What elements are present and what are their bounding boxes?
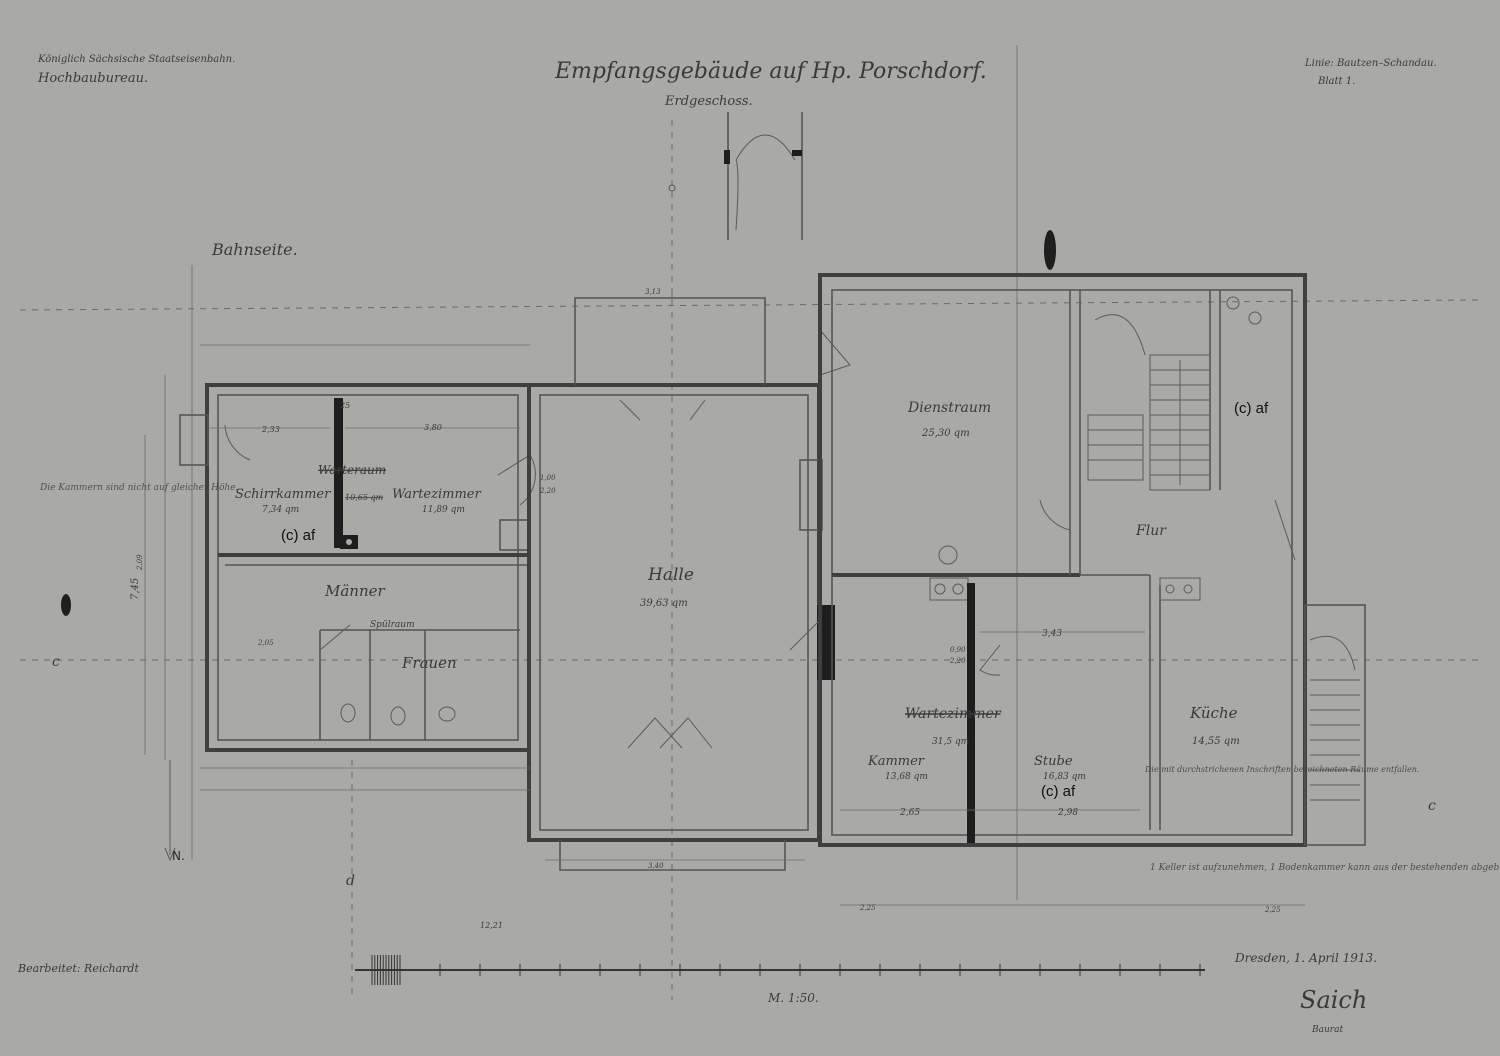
- right-handwritten-note: 1 Keller ist aufzunehmen, 1 Bodenkammer …: [1150, 863, 1500, 873]
- section-c-right-label: c: [1428, 798, 1436, 814]
- dim-313: 3,13: [645, 288, 661, 296]
- outer-stair-treads: [1310, 679, 1360, 801]
- dim-090: 0,90: [950, 646, 966, 654]
- room-schirrkammer-area: 7,34 qm: [262, 505, 299, 515]
- dim-209: 2,09: [136, 554, 144, 571]
- left-wing: [179, 383, 536, 752]
- left-handwritten-note: Die Kammern sind nicht auf gleicher Höhe…: [39, 483, 239, 493]
- room-wartezimmer-area-struck: 10,65 qm: [345, 493, 384, 502]
- signature: Saich: [1300, 986, 1367, 1014]
- sheet-number: Blatt 1.: [1317, 76, 1355, 87]
- room-wartezimmer-area: 11,89 qm: [422, 505, 465, 515]
- ink-blot-left: [61, 594, 71, 616]
- dim-343: 3,43: [1042, 629, 1062, 639]
- bearbeitet-label: Bearbeitet: Reichardt: [17, 962, 139, 975]
- room-warteraum-struck: Warteraum: [318, 463, 386, 477]
- dim-233: 2,33: [261, 425, 280, 434]
- dim-340: 3,40: [648, 862, 664, 870]
- north-label: N.: [172, 849, 185, 863]
- room-halle-name: Halle: [647, 565, 694, 585]
- construction-lines: [19, 45, 1481, 1000]
- room-wartezimmer-name: Wartezimmer: [392, 487, 481, 502]
- kitchen-note: Die mit durchstrichenen Inschriften beze…: [1144, 765, 1419, 774]
- dim-205: 2,05: [257, 639, 274, 647]
- partition-wall-left: [334, 398, 343, 548]
- room-flur: Flur: [1135, 523, 1167, 539]
- section-d-label: d: [346, 873, 355, 889]
- room-frauen: Frauen: [401, 654, 457, 672]
- dim-220b: 2,20: [949, 657, 966, 665]
- north-arrow: [164, 760, 176, 862]
- authority-line2: Hochbaubureau.: [37, 71, 148, 86]
- drawing-subtitle: Erdgeschoss.: [664, 94, 753, 109]
- room-maenner: Männer: [324, 582, 386, 600]
- dim-25: 25: [339, 401, 350, 410]
- room-kueche-area: 14,55 qm: [1192, 736, 1240, 747]
- dim-225b: 2,25: [1264, 906, 1281, 914]
- date-label: Dresden, 1. April 1913.: [1234, 951, 1377, 965]
- room-wartezimmer-struck-area: 31,5 qm: [932, 737, 969, 747]
- dim-745: 7,45: [130, 578, 141, 600]
- room-dienstraum-area: 25,30 qm: [921, 428, 970, 439]
- room-dienstraum-name: Dienstraum: [907, 400, 991, 416]
- room-kueche-name: Küche: [1189, 704, 1238, 722]
- watermark-3: (c) af: [1041, 783, 1076, 800]
- room-kammer-name: Kammer: [867, 754, 925, 769]
- room-stube-area: 16,83 qm: [1043, 772, 1086, 782]
- room-schirrkammer-name: Schirrkammer: [235, 487, 331, 502]
- ink-blot-top: [1044, 230, 1056, 270]
- room-stube-name: Stube: [1034, 754, 1073, 769]
- scale-label: M. 1:50.: [767, 991, 819, 1005]
- dim-1221: 12,21: [480, 921, 503, 930]
- watermark-2: (c) af: [281, 527, 316, 544]
- room-halle-area: 39,63 qm: [640, 598, 688, 609]
- dim-298: 2,98: [1057, 808, 1078, 818]
- dim-220: 2,20: [539, 487, 556, 495]
- stove-left-vent: [346, 539, 352, 545]
- dim-225: 2,25: [859, 904, 876, 912]
- room-wartezimmer-struck: Wartezimmer: [905, 706, 1002, 722]
- dim-380: 3,80: [424, 423, 442, 432]
- drawing-title: Empfangsgebäude auf Hp. Porschdorf.: [554, 59, 987, 84]
- authority-line1: Königlich Sächsische Staatseisenbahn.: [37, 54, 235, 65]
- doorway-detail: [668, 112, 803, 240]
- dimension-lines: [144, 290, 1305, 906]
- room-spuelraum: Spülraum: [370, 620, 415, 630]
- signature-title: Baurat: [1311, 1025, 1343, 1035]
- section-c-left-label: c: [52, 654, 60, 670]
- bahnseite-label: Bahnseite.: [211, 240, 298, 259]
- line-reference: Linie: Bautzen–Schandau.: [1304, 58, 1437, 69]
- right-wing: [818, 273, 1366, 847]
- watermark-1: (c) af: [1234, 400, 1269, 417]
- room-kammer-area: 13,68 qm: [885, 772, 928, 782]
- dim-265: 2,65: [899, 808, 920, 818]
- partition-wall-right: [967, 583, 975, 843]
- dim-100: 1,00: [540, 474, 556, 482]
- scale-bar: [355, 955, 1205, 985]
